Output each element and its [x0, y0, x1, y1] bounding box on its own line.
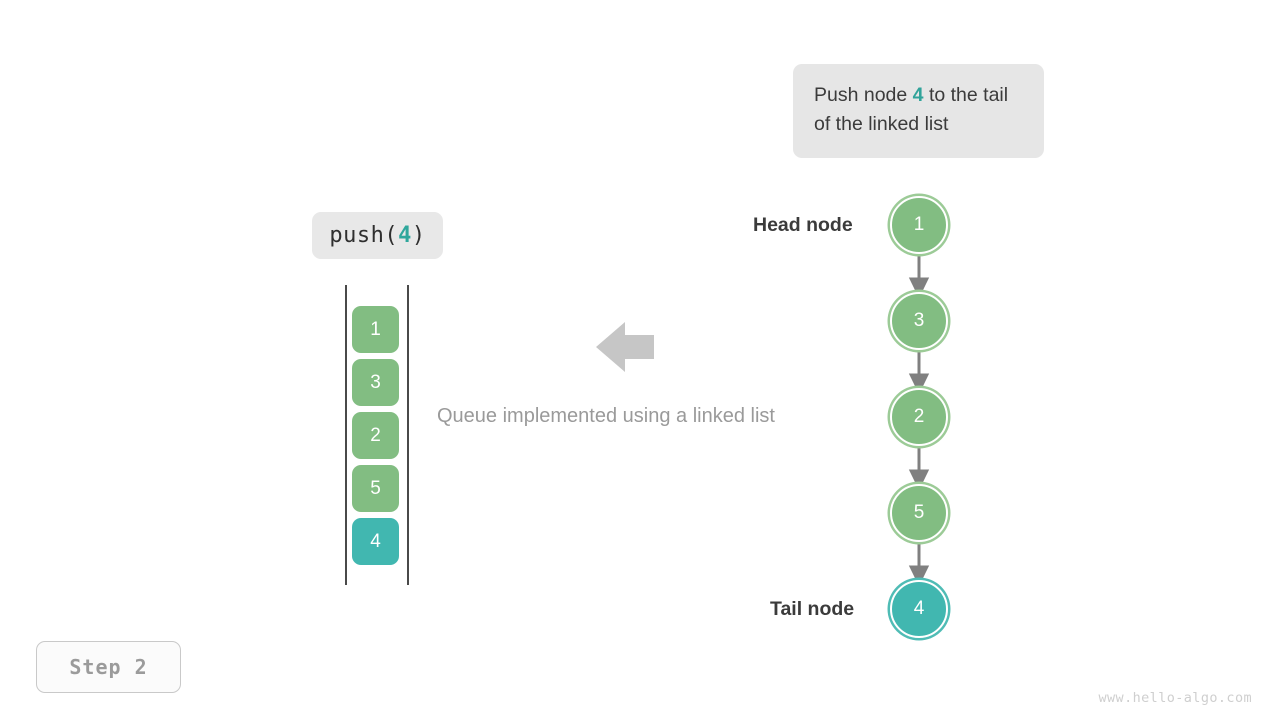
linked-list: 1 3 2 5 4: [860, 180, 1000, 650]
diagram-caption: Queue implemented using a linked list: [437, 405, 775, 427]
array-cell: 2: [352, 412, 399, 459]
array-cell: 1: [352, 306, 399, 353]
linked-list-connectors: [908, 254, 930, 587]
list-node: 5: [890, 484, 948, 542]
array-left-rail: [345, 285, 347, 585]
list-node: 3: [890, 292, 948, 350]
head-node-label: Head node: [753, 214, 853, 236]
queue-array: 1 3 2 5 4: [345, 285, 409, 585]
list-node: 4: [890, 580, 948, 638]
callout-highlight-value: 4: [912, 84, 924, 106]
left-block-arrow-icon: [596, 322, 654, 372]
callout-box: Push node 4 to the tail of the linked li…: [793, 64, 1044, 158]
operation-argument: 4: [398, 223, 412, 248]
array-cell-list: 1 3 2 5 4: [352, 306, 399, 565]
operation-prefix: push(: [329, 223, 399, 248]
array-cell: 3: [352, 359, 399, 406]
array-cell: 4: [352, 518, 399, 565]
watermark: www.hello-algo.com: [1098, 690, 1252, 706]
operation-chip: push(4): [312, 212, 443, 259]
array-cell: 5: [352, 465, 399, 512]
array-right-rail: [407, 285, 409, 585]
list-node: 2: [890, 388, 948, 446]
operation-suffix: ): [411, 223, 426, 248]
step-badge: Step 2: [36, 641, 181, 693]
callout-text-before: Push node: [814, 84, 913, 106]
callout-text-after: to the tail of the linked list: [814, 84, 1009, 135]
list-node: 1: [890, 196, 948, 254]
tail-node-label: Tail node: [770, 598, 855, 620]
